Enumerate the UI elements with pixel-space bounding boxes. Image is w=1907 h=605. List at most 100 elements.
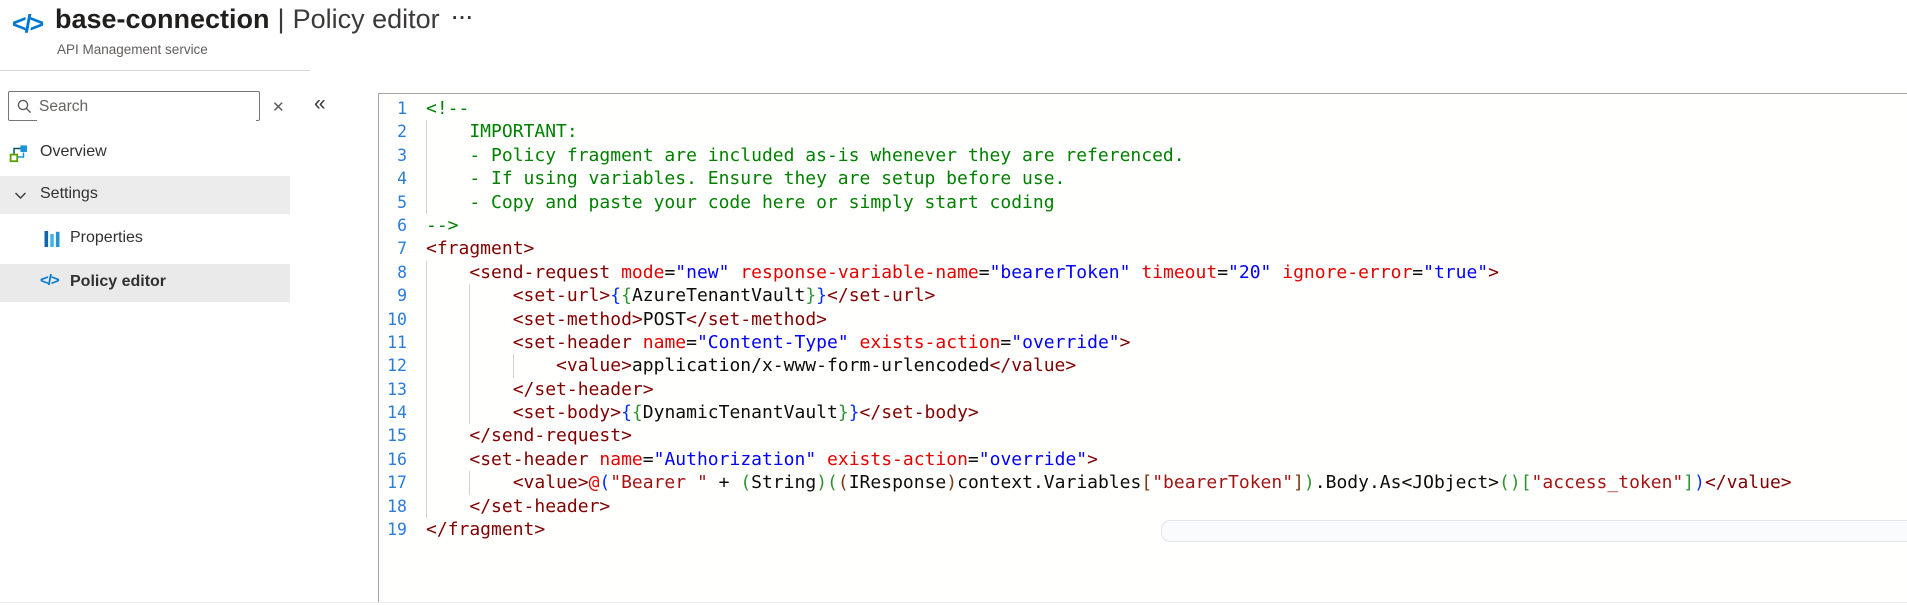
- indent-guide: [426, 330, 427, 355]
- code-line[interactable]: 12 <value>application/x-www-form-urlenco…: [379, 354, 1907, 378]
- code-text: <set-body>{{DynamicTenantVault}}</set-bo…: [426, 401, 979, 425]
- line-number: 11: [387, 332, 407, 352]
- code-line[interactable]: 18 </set-header>: [379, 494, 1907, 519]
- title-separator: |: [277, 4, 285, 34]
- line-number: 3: [397, 145, 407, 165]
- properties-icon: [44, 230, 61, 253]
- sidebar-top-divider: [0, 70, 310, 71]
- sidebar-group-label: Settings: [40, 185, 98, 202]
- sidebar-item-overview[interactable]: Overview: [0, 134, 290, 172]
- search-input[interactable]: [37, 93, 256, 121]
- code-icon: </>: [12, 10, 44, 38]
- sidebar-item-label: Policy editor: [70, 273, 167, 290]
- line-number: 19: [387, 520, 407, 540]
- code-line[interactable]: 8 <send-request mode="new" response-vari…: [379, 260, 1907, 285]
- code-text: <!--: [426, 98, 470, 119]
- code-text: </set-header>: [426, 377, 654, 402]
- indent-guide: [469, 307, 471, 331]
- search-box: [8, 91, 260, 121]
- blade-title: Policy editor: [292, 4, 440, 34]
- code-lines: 1<!--2 IMPORTANT:3 - Policy fragment are…: [379, 97, 1907, 541]
- line-number: 17: [387, 473, 407, 493]
- code-line[interactable]: 3 - Policy fragment are included as-is w…: [379, 143, 1907, 168]
- code-text: </set-header>: [426, 494, 610, 519]
- code-line[interactable]: 17 <value>@("Bearer " + (String)((IRespo…: [379, 471, 1907, 495]
- indent-guide: [426, 447, 427, 472]
- code-line[interactable]: 5 - Copy and paste your code here or sim…: [379, 190, 1907, 214]
- chevron-down-icon: [13, 188, 28, 208]
- code-line[interactable]: 16 <set-header name="Authorization" exis…: [379, 447, 1907, 472]
- indent-guide: [426, 494, 427, 519]
- sidebar-item-label: Overview: [40, 143, 107, 160]
- line-number: 4: [397, 169, 407, 189]
- indent-guide: [426, 354, 427, 378]
- resource-name: base-connection: [55, 4, 270, 34]
- indent-guide: [469, 401, 471, 425]
- line-number: 13: [387, 379, 407, 399]
- indent-guide: [426, 424, 427, 448]
- policy-code-editor[interactable]: 1<!--2 IMPORTANT:3 - Policy fragment are…: [378, 93, 1907, 603]
- code-text: - Copy and paste your code here or simpl…: [426, 190, 1055, 214]
- overview-icon: [9, 143, 29, 168]
- code-line[interactable]: 7<fragment>: [379, 237, 1907, 260]
- clear-search-icon[interactable]: ✕: [272, 99, 285, 116]
- code-text: -->: [426, 214, 459, 236]
- more-options-button[interactable]: ···: [452, 8, 474, 29]
- code-line[interactable]: 15 </send-request>: [379, 424, 1907, 448]
- line-number: 1: [397, 99, 407, 118]
- collapse-sidebar-icon[interactable]: «: [314, 92, 326, 115]
- code-text: <set-header name="Content-Type" exists-a…: [426, 330, 1130, 355]
- code-line[interactable]: 4 - If using variables. Ensure they are …: [379, 167, 1907, 191]
- service-type-label: API Management service: [57, 42, 208, 57]
- code-line[interactable]: 1 <!--: [379, 97, 1907, 120]
- indent-guide: [426, 284, 427, 308]
- line-number: 16: [387, 449, 407, 469]
- code-line[interactable]: 2 IMPORTANT:: [379, 120, 1907, 144]
- line-number: 5: [397, 192, 407, 212]
- indent-guide: [426, 260, 427, 285]
- horizontal-scrollbar[interactable]: [1161, 520, 1907, 542]
- sidebar-group-settings[interactable]: Settings: [0, 176, 290, 214]
- code-text: <set-header name="Authorization" exists-…: [426, 447, 1098, 472]
- line-number: 9: [397, 286, 407, 306]
- line-number: 8: [397, 262, 407, 282]
- code-text: IMPORTANT:: [426, 120, 578, 144]
- sidebar-item-policy-editor[interactable]: </> Policy editor: [0, 264, 290, 302]
- code-text: </fragment>: [426, 519, 546, 541]
- line-number: 12: [387, 356, 407, 376]
- line-number: 10: [387, 309, 407, 329]
- code-text: <set-url>{{AzureTenantVault}}</set-url>: [426, 284, 935, 308]
- indent-guide: [426, 190, 427, 214]
- line-number: 7: [397, 239, 407, 259]
- code-line[interactable]: 6 -->: [379, 214, 1907, 237]
- code-line[interactable]: 11 <set-header name="Content-Type" exist…: [379, 330, 1907, 355]
- line-number: 6: [397, 215, 407, 235]
- indent-guide: [426, 167, 427, 191]
- breadcrumb: base-connection|Policy editor: [55, 4, 440, 35]
- indent-guide: [469, 330, 471, 355]
- code-line[interactable]: 19 </fragment>: [379, 518, 1907, 541]
- line-number: 14: [387, 403, 407, 423]
- code-text: - Policy fragment are included as-is whe…: [426, 143, 1185, 168]
- indent-guide: [469, 354, 471, 378]
- code-line[interactable]: 10 <set-method>POST</set-method>: [379, 307, 1907, 331]
- line-number: 18: [387, 496, 407, 516]
- code-line[interactable]: 13 </set-header>: [379, 377, 1907, 402]
- code-line[interactable]: 9 <set-url>{{AzureTenantVault}}</set-url…: [379, 284, 1907, 308]
- indent-guide: [469, 284, 471, 308]
- line-number: 2: [397, 122, 407, 142]
- indent-guide: [512, 354, 514, 378]
- sidebar-item-properties[interactable]: Properties: [0, 220, 290, 258]
- line-number: 15: [387, 426, 407, 446]
- pane-bottom-divider: [0, 602, 1907, 603]
- code-text: </send-request>: [426, 424, 632, 448]
- indent-guide: [426, 120, 427, 144]
- code-text: <value>@("Bearer " + (String)((IResponse…: [426, 471, 1792, 495]
- code-icon: </>: [40, 272, 60, 289]
- code-line[interactable]: 14 <set-body>{{DynamicTenantVault}}</set…: [379, 401, 1907, 425]
- indent-guide: [426, 377, 427, 402]
- search-icon: [16, 98, 33, 120]
- indent-guide: [469, 471, 471, 495]
- indent-guide: [426, 471, 427, 495]
